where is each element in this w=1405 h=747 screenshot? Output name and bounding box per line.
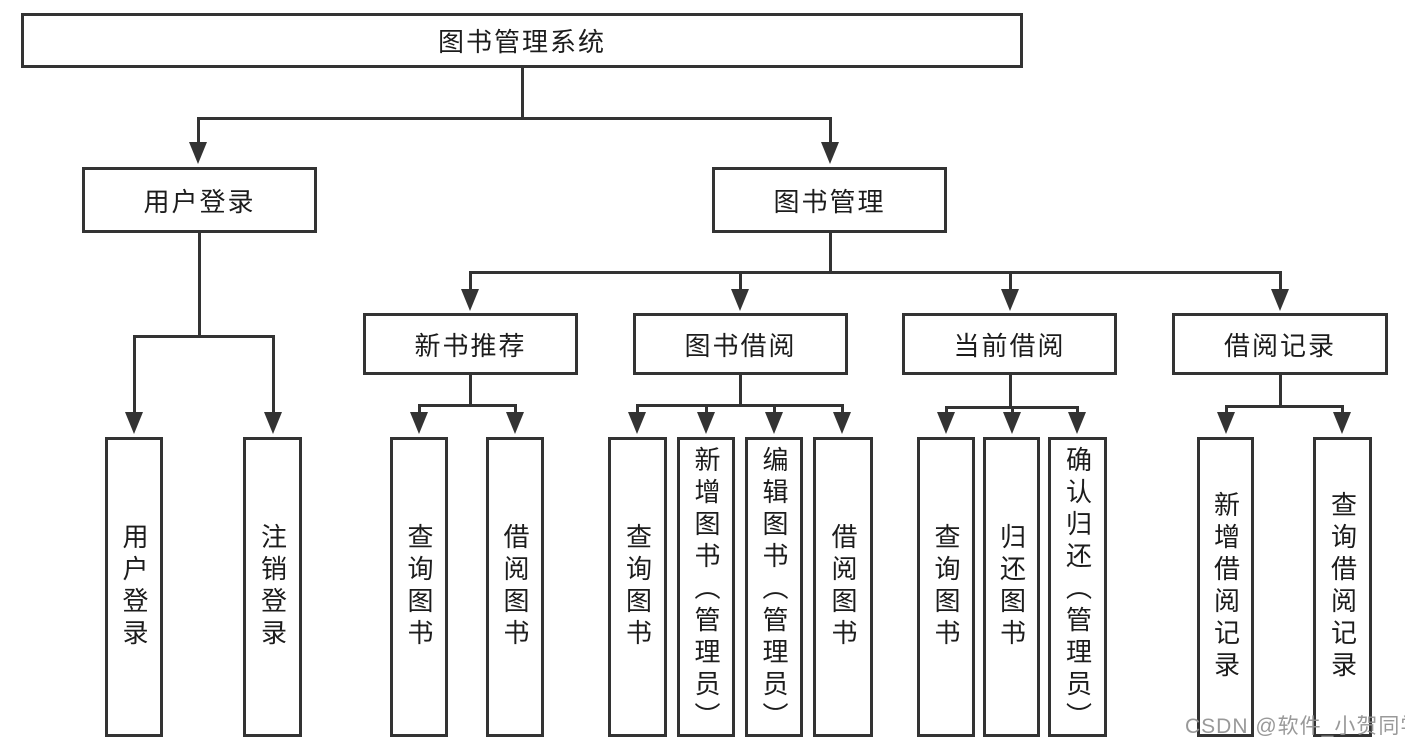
arrow-down-icon bbox=[1001, 289, 1019, 311]
connector-line bbox=[635, 405, 639, 415]
node-library-system: 图书管理系统 bbox=[21, 13, 1023, 68]
node-current-borrowing: 当前借阅 bbox=[902, 313, 1117, 375]
connector-line bbox=[1008, 272, 1012, 294]
connector-line bbox=[635, 403, 844, 407]
arrow-down-icon bbox=[833, 412, 851, 434]
leaf-query-books-current: 查询图书 bbox=[917, 437, 975, 737]
arrow-down-icon bbox=[697, 412, 715, 434]
connector-line bbox=[1224, 406, 1228, 415]
connector-line bbox=[196, 116, 832, 120]
connector-line bbox=[1340, 406, 1344, 415]
arrow-down-icon bbox=[1217, 412, 1235, 434]
leaf-confirm-return-admin: 确认归还（管理员） bbox=[1048, 437, 1107, 737]
leaf-query-books-recommend: 查询图书 bbox=[390, 437, 448, 737]
node-borrowing-records: 借阅记录 bbox=[1172, 313, 1388, 375]
connector-line bbox=[271, 336, 275, 416]
arrow-down-icon bbox=[461, 289, 479, 311]
arrow-down-icon bbox=[264, 412, 282, 434]
connector-line bbox=[513, 405, 517, 415]
connector-line bbox=[520, 68, 524, 119]
arrow-down-icon bbox=[731, 289, 749, 311]
leaf-return-book: 归还图书 bbox=[983, 437, 1040, 737]
connector-line bbox=[944, 407, 948, 415]
arrow-down-icon bbox=[506, 412, 524, 434]
leaf-add-borrow-record: 新增借阅记录 bbox=[1197, 437, 1254, 737]
connector-line bbox=[828, 118, 832, 146]
arrow-down-icon bbox=[628, 412, 646, 434]
connector-line bbox=[1278, 272, 1282, 294]
leaf-query-books-borrowing: 查询图书 bbox=[608, 437, 667, 737]
connector-line bbox=[772, 405, 776, 415]
connector-line bbox=[132, 336, 136, 416]
connector-line bbox=[1224, 404, 1344, 408]
connector-line bbox=[468, 375, 472, 406]
arrow-down-icon bbox=[821, 142, 839, 164]
leaf-user-login: 用户登录 bbox=[105, 437, 163, 737]
node-user-login: 用户登录 bbox=[82, 167, 317, 233]
connector-line bbox=[417, 405, 421, 415]
arrow-down-icon bbox=[1271, 289, 1289, 311]
connector-line bbox=[468, 270, 1282, 274]
connector-line bbox=[196, 118, 200, 146]
leaf-logout: 注销登录 bbox=[243, 437, 302, 737]
leaf-borrow-books-borrowing: 借阅图书 bbox=[813, 437, 873, 737]
connector-line bbox=[1278, 375, 1282, 407]
connector-line bbox=[738, 375, 742, 406]
leaf-query-borrow-record: 查询借阅记录 bbox=[1313, 437, 1372, 737]
leaf-edit-book-admin: 编辑图书（管理员） bbox=[745, 437, 803, 737]
arrow-down-icon bbox=[189, 142, 207, 164]
connector-line bbox=[704, 405, 708, 415]
node-book-management: 图书管理 bbox=[712, 167, 947, 233]
arrow-down-icon bbox=[937, 412, 955, 434]
connector-line bbox=[468, 272, 472, 294]
node-new-book-recommend: 新书推荐 bbox=[363, 313, 578, 375]
node-book-borrowing: 图书借阅 bbox=[633, 313, 848, 375]
arrow-down-icon bbox=[125, 412, 143, 434]
connector-line bbox=[828, 233, 832, 274]
connector-line bbox=[738, 272, 742, 294]
arrow-down-icon bbox=[1333, 412, 1351, 434]
watermark: CSDN @软件_小贺同学 bbox=[1185, 715, 1405, 738]
connector-line bbox=[1008, 375, 1012, 408]
arrow-down-icon bbox=[410, 412, 428, 434]
arrow-down-icon bbox=[1003, 412, 1021, 434]
connector-line bbox=[132, 334, 275, 338]
connector-line bbox=[1075, 407, 1079, 415]
connector-line bbox=[1010, 407, 1014, 415]
leaf-add-book-admin: 新增图书（管理员） bbox=[677, 437, 735, 737]
arrow-down-icon bbox=[1068, 412, 1086, 434]
arrow-down-icon bbox=[765, 412, 783, 434]
connector-line bbox=[197, 233, 201, 337]
connector-line bbox=[840, 405, 844, 415]
leaf-borrow-books-recommend: 借阅图书 bbox=[486, 437, 544, 737]
connector-line bbox=[417, 403, 517, 407]
